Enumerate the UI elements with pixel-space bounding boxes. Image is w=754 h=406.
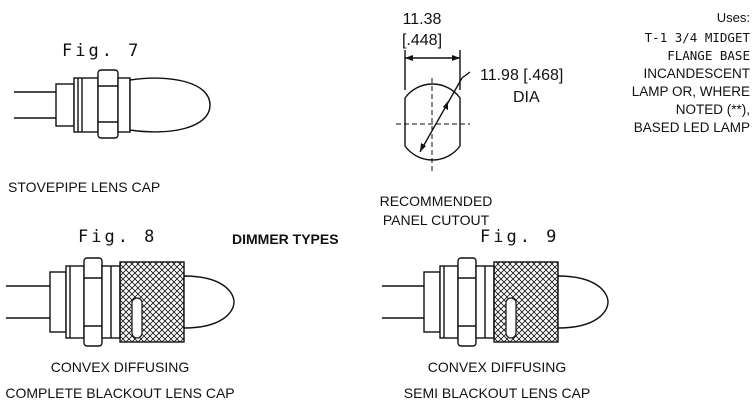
uses-line7: BASED LED LAMP [634,120,750,135]
stovepipe-lens-cap-drawing [14,69,211,139]
panel-cutout-drawing [396,50,471,172]
uses-line3: FLANGE BASE [667,48,750,63]
complete-blackout-lens-cap-drawing [6,257,235,347]
cutout-diameter: 11.98 [.468] [480,67,563,84]
uses-line5: LAMP OR, WHERE [632,84,750,99]
fig9-caption-line1: CONVEX DIFFUSING [428,359,566,375]
cutout-width-mm: 11.38 [403,11,442,28]
cutout-caption-line2: PANEL CUTOUT [383,212,490,228]
cutout-width-in: [.448] [402,32,442,49]
fig8-caption-line1: CONVEX DIFFUSING [51,359,189,375]
dimmer-types-heading: DIMMER TYPES [232,231,339,247]
uses-heading: Uses: [717,10,750,25]
cutout-caption-line1: RECOMMENDED [380,193,493,209]
uses-notes: Uses: T-1 3/4 MIDGET FLANGE BASE INCANDE… [632,10,751,135]
fig8-label: Fig. 8 [78,227,157,247]
uses-line2: T-1 3/4 MIDGET [645,30,751,45]
fig7-caption: STOVEPIPE LENS CAP [8,179,160,195]
cutout-diameter-label: DIA [513,89,540,106]
fig9-caption-line2: SEMI BLACKOUT LENS CAP [404,385,590,401]
semi-blackout-lens-cap-drawing [382,257,609,347]
fig9-label: Fig. 9 [480,227,559,247]
uses-line6: NOTED (**), [676,102,750,117]
fig7-label: Fig. 7 [62,41,141,61]
uses-line4: INCANDESCENT [643,66,750,81]
fig8-caption-line2: COMPLETE BLACKOUT LENS CAP [5,385,234,401]
